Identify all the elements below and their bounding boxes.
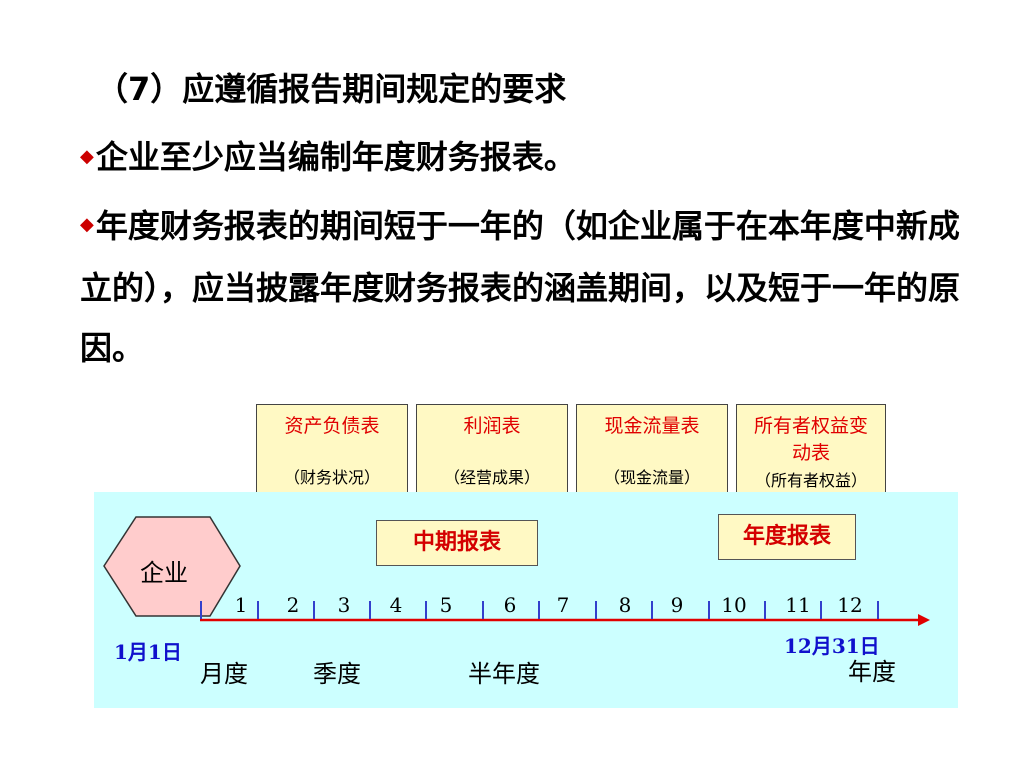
timeline-tick	[425, 601, 427, 619]
timeline-tick	[369, 601, 371, 619]
statement-title: 利润表	[463, 415, 521, 437]
month-label: 12	[837, 593, 863, 617]
bullet-2-text: 年度财务报表的期间短于一年的（如企业属于在本年度中新成立的），应当披露年度财务报…	[80, 207, 961, 367]
timeline-tick	[820, 601, 822, 619]
end-date-label: 12月31日	[784, 634, 880, 658]
month-label: 10	[721, 593, 747, 617]
month-label: 7	[556, 593, 570, 617]
bullet-1-text: 企业至少应当编制年度财务报表。	[95, 138, 576, 176]
statement-note: （所有者权益）	[754, 471, 867, 490]
timeline-tick	[313, 601, 315, 619]
timeline-tick	[482, 601, 484, 619]
month-label: 4	[389, 593, 403, 617]
month-label: 6	[503, 593, 517, 617]
month-label: 2	[286, 593, 300, 617]
period-label-annual: 年度	[848, 658, 896, 686]
statement-note: （现金流量）	[603, 468, 700, 487]
statement-title: 现金流量表	[604, 415, 700, 437]
entity-label: 企业	[140, 559, 188, 587]
month-label: 1	[234, 593, 248, 617]
entity-hexagon	[103, 516, 241, 617]
diamond-bullet-icon: ◆	[80, 145, 94, 167]
interim-report-box: 中期报表	[376, 520, 538, 566]
statement-title: 资产负债表	[284, 415, 380, 437]
bullet-2: ◆年度财务报表的期间短于一年的（如企业属于在本年度中新成立的），应当披露年度财务…	[80, 196, 960, 378]
timeline-tick	[257, 601, 259, 619]
month-label: 9	[670, 593, 684, 617]
timeline-arrow-icon	[918, 614, 930, 626]
slide-heading: （7）应遵循报告期间规定的要求	[96, 70, 567, 108]
month-label: 8	[618, 593, 632, 617]
timeline-tick	[595, 601, 597, 619]
timeline-tick	[708, 601, 710, 619]
timeline-tick	[877, 601, 879, 619]
start-date-label: 1月1日	[114, 640, 182, 664]
month-label: 3	[337, 593, 351, 617]
month-label: 5	[439, 593, 453, 617]
statement-note: （经营成果）	[443, 468, 540, 487]
diamond-bullet-icon: ◆	[80, 214, 94, 235]
timeline-tick	[200, 601, 202, 619]
period-label-monthly: 月度	[200, 660, 248, 688]
statement-title: 所有者权益变动表	[753, 415, 868, 464]
month-label: 11	[785, 593, 811, 617]
period-label-semiannual: 半年度	[468, 660, 540, 688]
annual-report-box: 年度报表	[718, 514, 856, 560]
timeline-tick	[764, 601, 766, 619]
bullet-1: ◆企业至少应当编制年度财务报表。	[80, 132, 576, 178]
timeline-tick	[538, 601, 540, 619]
timeline-tick	[651, 601, 653, 619]
period-label-quarterly: 季度	[313, 660, 361, 688]
statement-note: （财务状况）	[283, 468, 380, 487]
